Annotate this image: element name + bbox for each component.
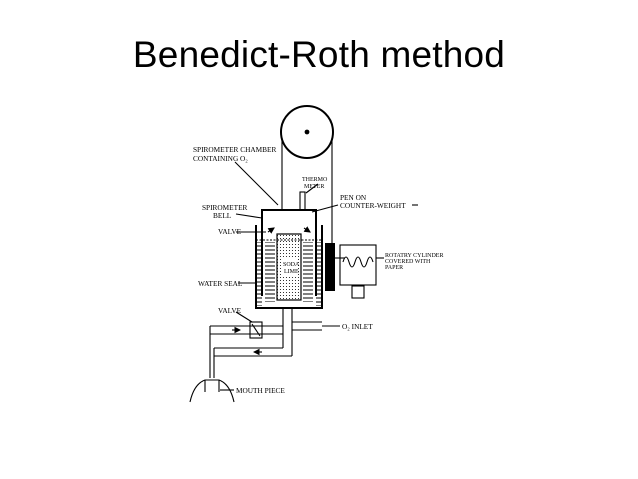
- mouth-piece: [189, 379, 235, 403]
- label-pen-1: PEN ON: [340, 193, 367, 202]
- label-valve-top: VALVE: [218, 227, 242, 236]
- rotary-cylinder: [339, 244, 377, 299]
- counter-weight: [325, 243, 345, 291]
- pulley-wheel: [280, 105, 334, 159]
- leader-lines: [220, 161, 418, 391]
- soda-lime-canister: [276, 233, 302, 301]
- label-cylinder-1: ROTATRY CYLINDER: [385, 253, 443, 259]
- label-water-seal: WATER SEAL: [198, 279, 243, 288]
- water-seal: [257, 242, 321, 306]
- label-cylinder-3: PAPER: [385, 265, 403, 271]
- valve-bottom: [249, 321, 263, 339]
- label-bell-2: BELL: [213, 211, 232, 220]
- thermometer: [299, 191, 306, 211]
- label-thermometer-2: METER: [304, 184, 324, 190]
- label-bell-1: SPIROMETER: [202, 203, 248, 212]
- label-valve-bottom: VALVE: [218, 306, 242, 315]
- label-soda: SODA: [283, 262, 300, 268]
- label-pen-2: COUNTER-WEIGHT: [340, 201, 406, 210]
- label-cylinder-2: COVERED WITH: [385, 259, 431, 265]
- slide-title: Benedict-Roth method: [132, 34, 506, 75]
- pulley-chains: [281, 138, 333, 243]
- label-lime: LIME: [284, 269, 299, 275]
- label-chamber-2: CONTAINING O₂: [193, 154, 248, 163]
- label-chamber-1: SPIROMETER CHAMBER: [193, 145, 276, 154]
- label-thermometer-1: THERMO: [302, 177, 328, 183]
- breathing-tubes: [209, 308, 322, 378]
- label-mouth-piece: MOUTH PIECE: [236, 386, 285, 395]
- label-o2-inlet: O₂ INLET: [342, 322, 373, 331]
- valve-top: [267, 226, 311, 234]
